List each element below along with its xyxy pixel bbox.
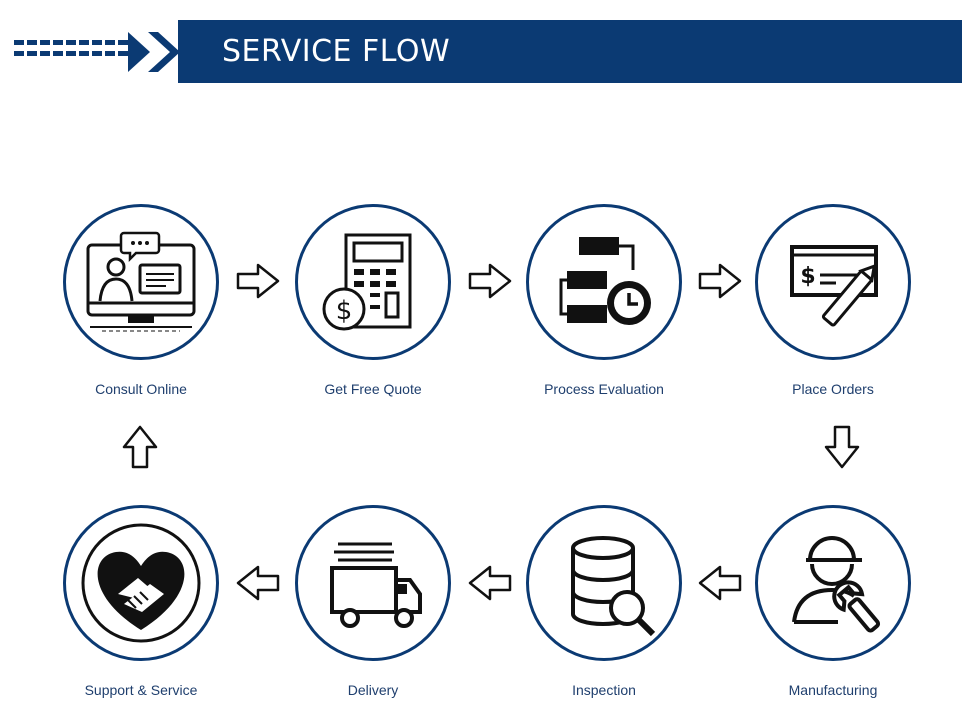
- step-label: Manufacturing: [788, 682, 878, 698]
- step-place-orders: $: [755, 204, 915, 364]
- step-label: Process Evaluation: [544, 381, 664, 397]
- arrow-up-icon: [122, 425, 158, 469]
- process-clock-icon: [559, 237, 651, 325]
- step-inspection: [526, 505, 686, 665]
- header-bar: [178, 20, 962, 83]
- svg-text:$: $: [336, 296, 353, 326]
- handshake-heart-icon: [81, 523, 201, 643]
- svg-text:$: $: [800, 264, 815, 289]
- consult-online-icon: [86, 231, 196, 332]
- step-support-service: [63, 505, 223, 665]
- step-label: Consult Online: [95, 381, 187, 397]
- header-chevron-icon: [128, 32, 180, 72]
- calculator-dollar-icon: $: [322, 233, 412, 331]
- arrow-left-icon: [236, 565, 280, 601]
- step-process-evaluation: [526, 204, 686, 364]
- step-manufacturing: [755, 505, 915, 665]
- check-pen-icon: $: [790, 245, 878, 327]
- worker-wrench-icon: [792, 536, 881, 633]
- arrow-right-icon: [698, 263, 742, 299]
- arrow-left-icon: [468, 565, 512, 601]
- step-delivery: [295, 505, 455, 665]
- step-label: Get Free Quote: [324, 381, 422, 397]
- header-dashes: [14, 40, 131, 62]
- step-label: Delivery: [347, 682, 399, 698]
- header: SERVICE FLOW: [0, 0, 976, 100]
- step-label: Support & Service: [84, 682, 198, 698]
- truck-icon: [330, 542, 422, 628]
- page-title: SERVICE FLOW: [222, 34, 451, 69]
- database-search-icon: [571, 536, 656, 637]
- step-label: Place Orders: [792, 381, 874, 397]
- step-consult-online: [63, 204, 223, 364]
- step-label: Inspection: [572, 682, 636, 698]
- arrow-down-icon: [824, 425, 860, 469]
- step-get-free-quote: $: [295, 204, 455, 364]
- arrow-left-icon: [698, 565, 742, 601]
- arrow-right-icon: [468, 263, 512, 299]
- arrow-right-icon: [236, 263, 280, 299]
